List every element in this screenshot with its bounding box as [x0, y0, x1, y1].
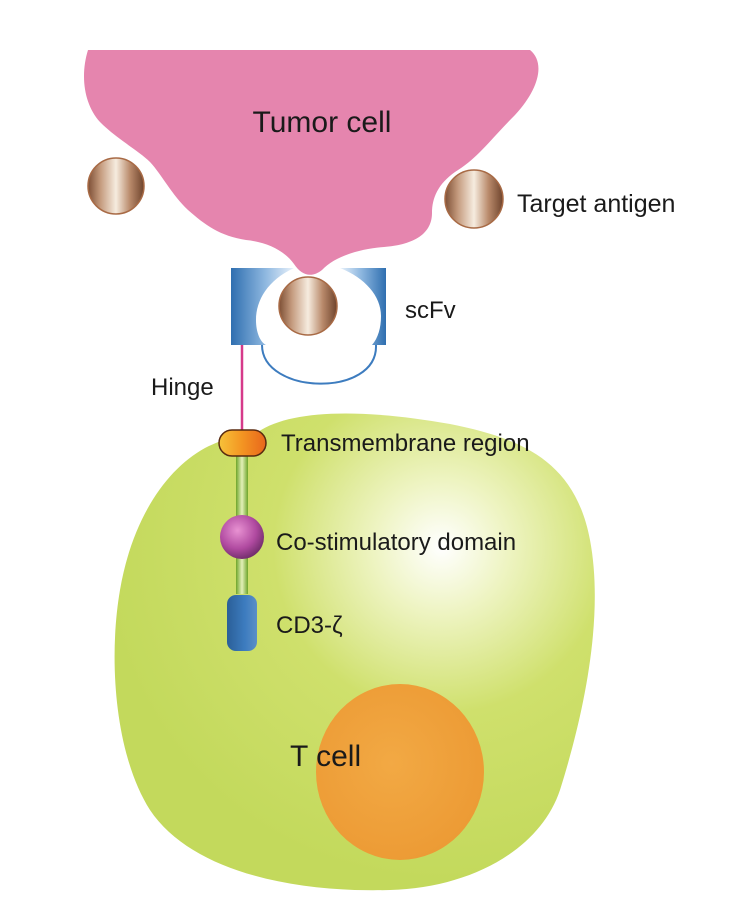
scfv-label: scFv — [405, 297, 456, 324]
hinge-label: Hinge — [151, 374, 214, 401]
target-antigen-right — [444, 169, 504, 229]
t-cell-label: T cell — [290, 740, 361, 773]
target-antigen-left — [87, 157, 145, 215]
scfv-left-block — [231, 268, 294, 345]
tumor-cell — [84, 50, 539, 275]
tumor-cell-label: Tumor cell — [253, 106, 392, 139]
intracellular-linker-upper — [236, 454, 248, 516]
scfv-right-block — [340, 268, 386, 345]
t-cell-nucleus — [316, 684, 484, 860]
costimulatory-domain-label: Co-stimulatory domain — [276, 529, 516, 556]
intracellular-linker-lower — [236, 558, 248, 594]
cd3-zeta-label: CD3-ζ — [276, 612, 343, 639]
costimulatory-domain-shape — [220, 515, 264, 559]
transmembrane-region-label: Transmembrane region — [281, 430, 530, 457]
scfv-loop — [261, 344, 378, 385]
transmembrane-region-shape — [218, 429, 267, 457]
target-antigen-label: Target antigen — [517, 190, 675, 218]
cd3-zeta-shape — [227, 595, 257, 651]
bound-target-antigen — [278, 276, 338, 336]
